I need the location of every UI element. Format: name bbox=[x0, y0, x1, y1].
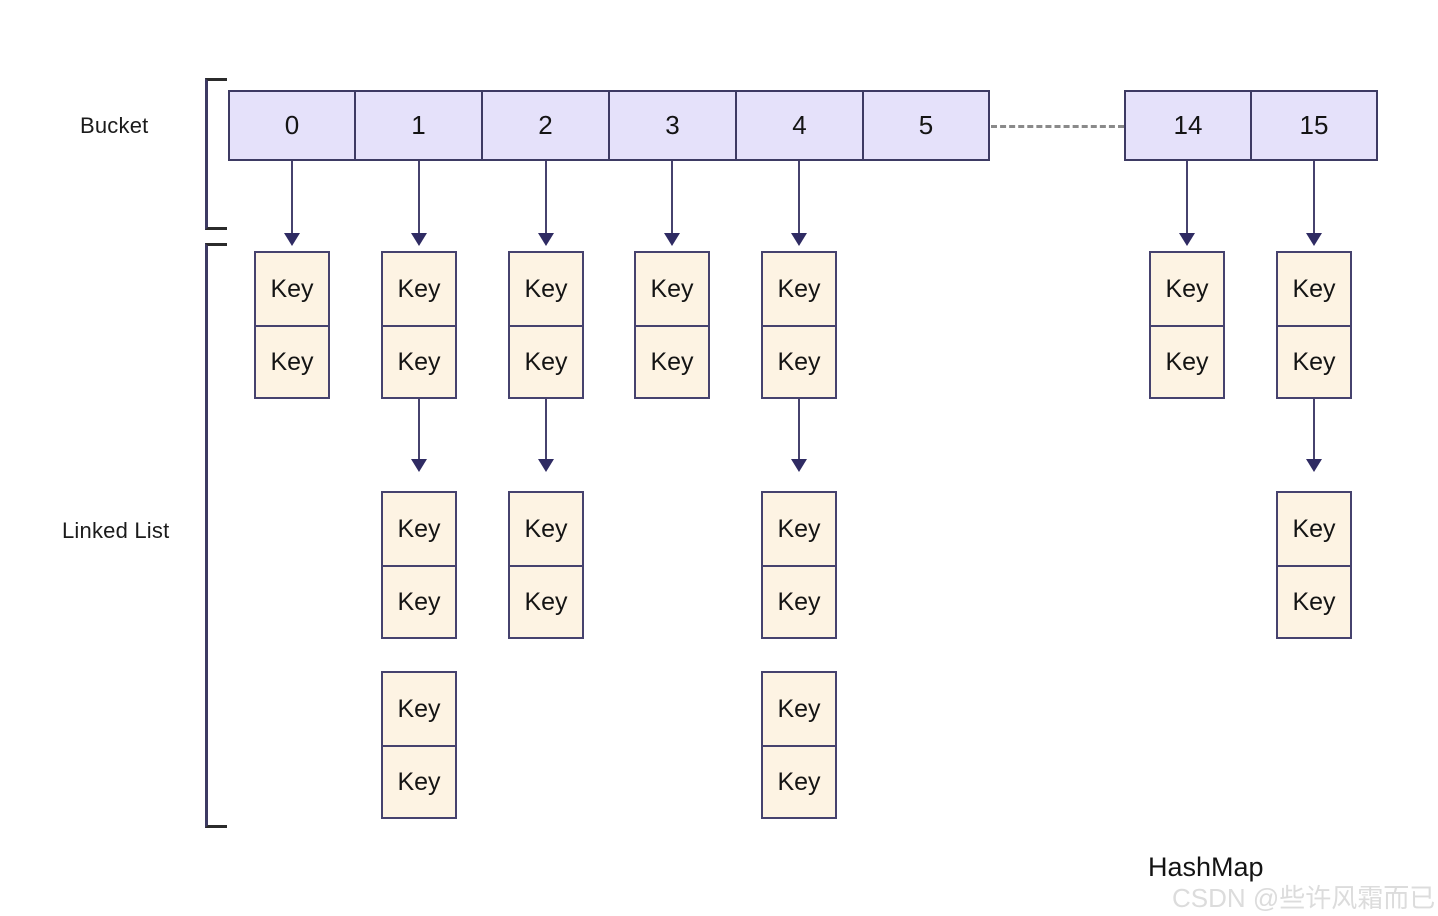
key-cell: Key bbox=[763, 253, 835, 325]
arrowhead-bucket-2 bbox=[538, 233, 554, 246]
key-node-1-1[interactable]: Key Key bbox=[381, 491, 457, 639]
bucket-array-left: 0 1 2 3 4 5 bbox=[228, 90, 990, 161]
arrowhead-node-1-1 bbox=[411, 459, 427, 472]
bucket-ellipsis-dashed-line bbox=[991, 125, 1124, 128]
connector-node-2-0-to-2-1 bbox=[545, 399, 547, 461]
connector-bucket-14-to-node bbox=[1186, 161, 1188, 235]
connector-bucket-1-to-node bbox=[418, 161, 420, 235]
key-node-4-0[interactable]: Key Key bbox=[761, 251, 837, 399]
arrowhead-node-4-1 bbox=[791, 459, 807, 472]
csdn-watermark: CSDN @些许风霜而已 bbox=[1172, 883, 1436, 913]
key-node-4-1[interactable]: Key Key bbox=[761, 491, 837, 639]
key-cell: Key bbox=[1278, 565, 1350, 637]
bucket-cell-14[interactable]: 14 bbox=[1124, 90, 1251, 161]
key-cell: Key bbox=[383, 253, 455, 325]
arrowhead-bucket-4 bbox=[791, 233, 807, 246]
key-cell: Key bbox=[510, 493, 582, 565]
key-cell: Key bbox=[1151, 325, 1223, 397]
key-cell: Key bbox=[763, 325, 835, 397]
connector-bucket-3-to-node bbox=[671, 161, 673, 235]
key-cell: Key bbox=[383, 565, 455, 637]
arrowhead-node-2-1 bbox=[538, 459, 554, 472]
key-cell: Key bbox=[383, 493, 455, 565]
bucket-cell-15[interactable]: 15 bbox=[1251, 90, 1378, 161]
bucket-cell-2[interactable]: 2 bbox=[482, 90, 609, 161]
connector-bucket-4-to-node bbox=[798, 161, 800, 235]
key-cell: Key bbox=[383, 673, 455, 745]
key-cell: Key bbox=[510, 325, 582, 397]
key-cell: Key bbox=[636, 325, 708, 397]
diagram-title: HashMap bbox=[1148, 852, 1264, 882]
key-cell: Key bbox=[383, 745, 455, 817]
key-node-4-2[interactable]: Key Key bbox=[761, 671, 837, 819]
connector-bucket-0-to-node bbox=[291, 161, 293, 235]
connector-node-4-0-to-4-1 bbox=[798, 399, 800, 461]
linked-list-section-label: Linked List bbox=[62, 518, 170, 543]
key-cell: Key bbox=[1151, 253, 1223, 325]
key-cell: Key bbox=[256, 253, 328, 325]
key-cell: Key bbox=[383, 325, 455, 397]
key-cell: Key bbox=[763, 565, 835, 637]
key-node-15-1[interactable]: Key Key bbox=[1276, 491, 1352, 639]
arrowhead-bucket-1 bbox=[411, 233, 427, 246]
connector-bucket-2-to-node bbox=[545, 161, 547, 235]
key-node-1-0[interactable]: Key Key bbox=[381, 251, 457, 399]
bucket-section-label: Bucket bbox=[80, 113, 149, 138]
key-cell: Key bbox=[510, 565, 582, 637]
bucket-cell-3[interactable]: 3 bbox=[609, 90, 736, 161]
bucket-cell-4[interactable]: 4 bbox=[736, 90, 863, 161]
key-cell: Key bbox=[763, 745, 835, 817]
key-cell: Key bbox=[1278, 325, 1350, 397]
key-cell: Key bbox=[763, 493, 835, 565]
arrowhead-bucket-14 bbox=[1179, 233, 1195, 246]
bucket-array-right: 14 15 bbox=[1124, 90, 1378, 161]
arrowhead-bucket-15 bbox=[1306, 233, 1322, 246]
connector-node-15-0-to-15-1 bbox=[1313, 399, 1315, 461]
key-cell: Key bbox=[1278, 493, 1350, 565]
key-node-2-0[interactable]: Key Key bbox=[508, 251, 584, 399]
arrowhead-node-15-1 bbox=[1306, 459, 1322, 472]
key-node-14-0[interactable]: Key Key bbox=[1149, 251, 1225, 399]
key-cell: Key bbox=[763, 673, 835, 745]
linked-list-section-bracket bbox=[205, 243, 227, 828]
key-cell: Key bbox=[636, 253, 708, 325]
bucket-cell-5[interactable]: 5 bbox=[863, 90, 990, 161]
key-cell: Key bbox=[510, 253, 582, 325]
arrowhead-bucket-3 bbox=[664, 233, 680, 246]
key-node-2-1[interactable]: Key Key bbox=[508, 491, 584, 639]
bucket-section-bracket bbox=[205, 78, 227, 230]
key-cell: Key bbox=[1278, 253, 1350, 325]
key-node-15-0[interactable]: Key Key bbox=[1276, 251, 1352, 399]
key-cell: Key bbox=[256, 325, 328, 397]
key-node-3-0[interactable]: Key Key bbox=[634, 251, 710, 399]
connector-node-1-0-to-1-1 bbox=[418, 399, 420, 461]
bucket-cell-0[interactable]: 0 bbox=[228, 90, 355, 161]
key-node-1-2[interactable]: Key Key bbox=[381, 671, 457, 819]
bucket-cell-1[interactable]: 1 bbox=[355, 90, 482, 161]
key-node-0-0[interactable]: Key Key bbox=[254, 251, 330, 399]
arrowhead-bucket-0 bbox=[284, 233, 300, 246]
connector-bucket-15-to-node bbox=[1313, 161, 1315, 235]
